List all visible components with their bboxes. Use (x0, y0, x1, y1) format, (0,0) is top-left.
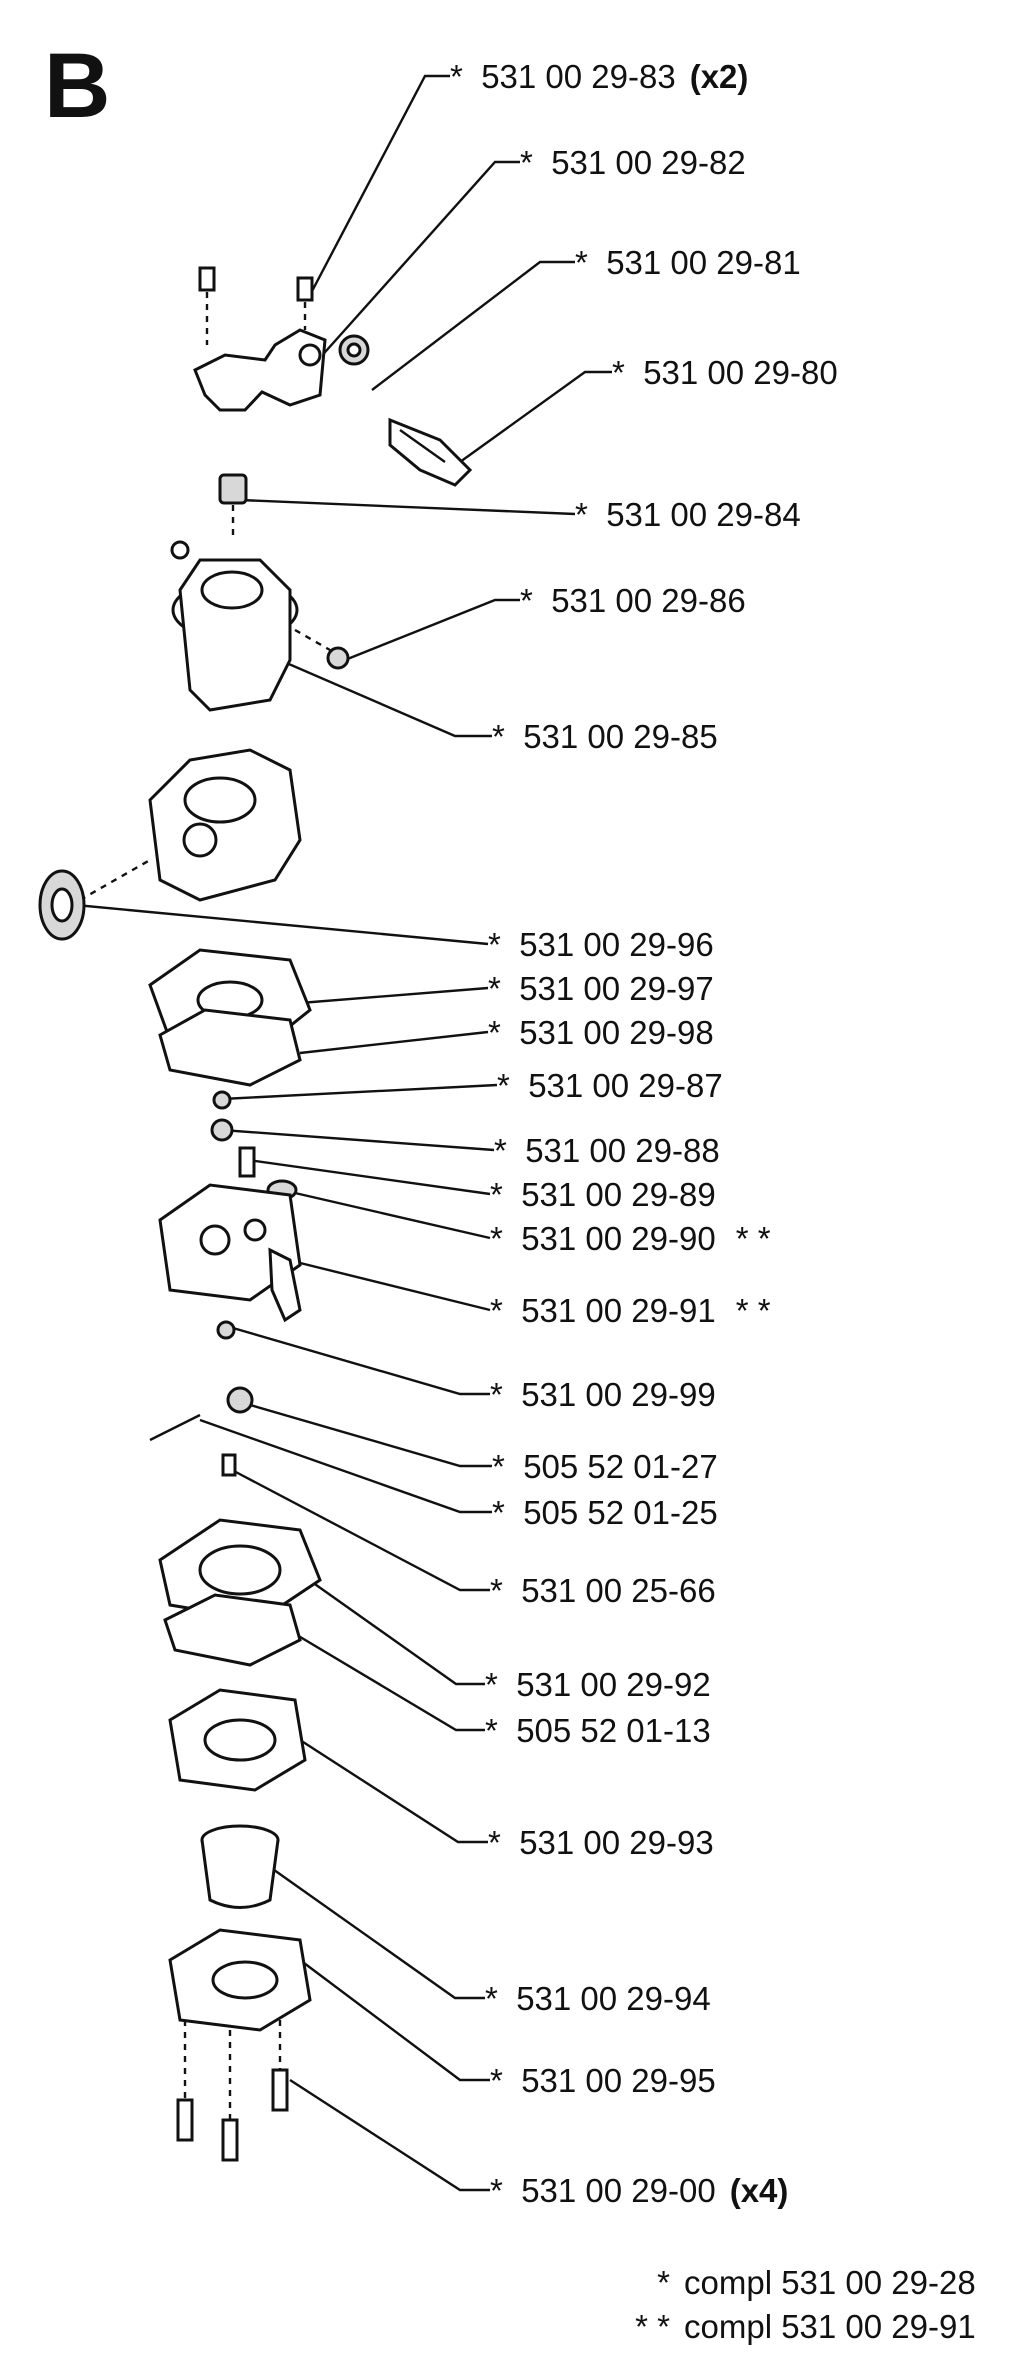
callout-p23: * 531 00 29-94 (485, 1980, 711, 2017)
section-letter: B (44, 35, 111, 137)
leader-p2 (317, 160, 520, 361)
leader-p12 (221, 1128, 495, 1152)
part-screws-bottom (176, 2020, 289, 2162)
leader-p25 (289, 2078, 490, 2192)
callout-p13: * 531 00 29-89 (490, 1176, 716, 1213)
leader-p20 (294, 1569, 485, 1686)
leader-p11 (221, 1083, 498, 1101)
callout-p6: * 531 00 29-86 (520, 582, 746, 619)
callout-p4: * 531 00 29-80 (612, 354, 838, 391)
leader-p13 (247, 1158, 491, 1196)
callout-p2: * 531 00 29-82 (520, 144, 746, 181)
leader-p16 (225, 1324, 490, 1396)
callout-p25: * 531 00 29-00(x4) (490, 2172, 789, 2209)
callout-p7: * 531 00 29-85 (492, 718, 718, 755)
leader-p18 (199, 1418, 492, 1514)
part-carburetor-body (79, 748, 302, 902)
callout-p16: * 531 00 29-99 (490, 1376, 716, 1413)
part-gasket-lower (158, 1518, 322, 1667)
legend-item-compl-28: *compl 531 00 29-28 (657, 2264, 976, 2301)
leader-lines (64, 74, 612, 2192)
part-lever-bracket (193, 328, 327, 412)
callout-p10: * 531 00 29-98 (488, 1014, 714, 1051)
part-seal-ring (38, 869, 86, 941)
leader-p6 (344, 598, 520, 662)
callout-p14: * 531 00 29-90* * (490, 1220, 771, 1257)
callout-p11: * 531 00 29-87 (497, 1067, 723, 1104)
part-small-valves (149, 1320, 254, 1477)
callout-p22: * 531 00 29-93 (488, 1824, 714, 1861)
callout-p15: * 531 00 29-91* * (490, 1292, 771, 1329)
leader-p3 (371, 260, 575, 391)
callout-p20: * 531 00 29-92 (485, 1666, 711, 1703)
part-intake-housing (170, 540, 350, 712)
part-adjust-valve (388, 417, 473, 487)
leader-p8 (64, 902, 489, 946)
leader-p7 (244, 643, 492, 738)
callout-p17: * 505 52 01-27 (492, 1448, 718, 1485)
leader-p15 (279, 1256, 491, 1312)
leader-p5 (239, 498, 576, 516)
part-plug (218, 473, 248, 540)
part-primer-cup (200, 1824, 280, 1909)
leader-p21 (254, 1608, 485, 1732)
part-gasket-upper (148, 948, 312, 1087)
leader-p9 (299, 986, 489, 1005)
callout-p18: * 505 52 01-25 (492, 1494, 718, 1531)
leader-p23 (259, 1859, 485, 2000)
part-screws-top (198, 266, 314, 345)
part-bottom-cover (168, 1928, 312, 2032)
leader-p10 (299, 1030, 489, 1055)
leader-p14 (281, 1188, 491, 1240)
callout-p3: * 531 00 29-81 (575, 244, 801, 281)
callout-p24: * 531 00 29-95 (490, 2062, 716, 2099)
legend-item-compl-91: * *compl 531 00 29-91 (635, 2308, 976, 2345)
callout-p1: * 531 00 29-83(x2) (450, 58, 749, 95)
leader-p4 (459, 370, 612, 463)
leader-p19 (231, 1468, 490, 1592)
part-diaphragm-cover (168, 1688, 307, 1792)
callout-p19: * 531 00 25-66 (490, 1572, 716, 1609)
callout-p12: * 531 00 29-88 (494, 1132, 720, 1169)
leader-p17 (239, 1400, 492, 1468)
callout-p21: * 505 52 01-13 (485, 1712, 711, 1749)
part-gear-nut (338, 334, 370, 366)
leader-p22 (299, 1738, 488, 1844)
leader-p24 (299, 1959, 490, 2082)
leader-p1 (308, 74, 450, 296)
callout-p5: * 531 00 29-84 (575, 496, 801, 533)
part-metering-body (158, 1183, 302, 1323)
part-needle-valve-stack (210, 1090, 298, 1201)
callout-p9: * 531 00 29-97 (488, 970, 714, 1007)
callout-p8: * 531 00 29-96 (488, 926, 714, 963)
